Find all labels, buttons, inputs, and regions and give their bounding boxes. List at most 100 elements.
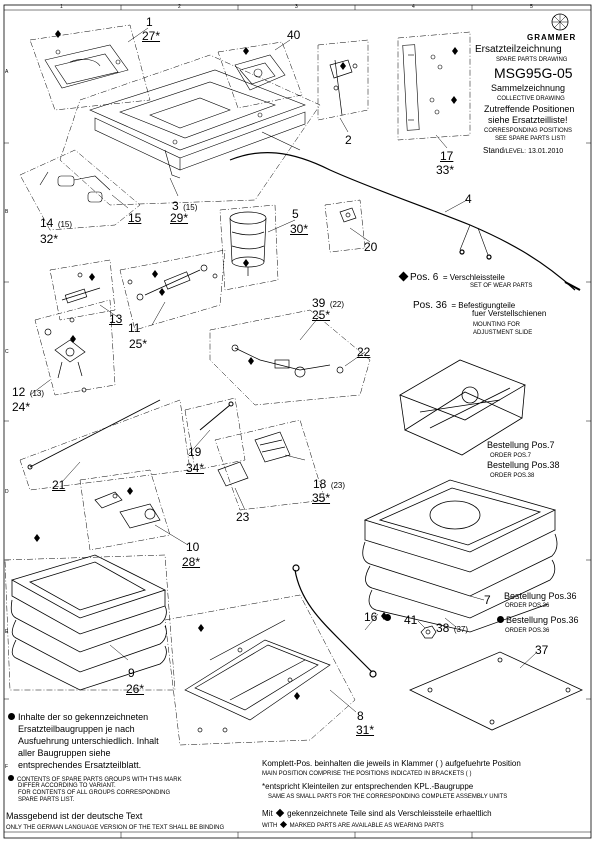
col-label-5: 5 [530, 4, 533, 10]
callout-11-star: 25* [129, 337, 148, 351]
callout-3-bracket: (15) [183, 203, 198, 212]
callout-2: 2 [345, 133, 352, 147]
part-3-drawing [89, 69, 306, 179]
dot-marker [8, 713, 15, 720]
callout-9: 9 [128, 666, 135, 680]
part-13-drawing [61, 272, 101, 323]
part-7-drawing [399, 359, 526, 456]
part-41-drawing [420, 625, 437, 639]
mit-de-1: Mit [262, 809, 273, 818]
title-de: Ersatzteilzeichnung [475, 44, 562, 55]
callout-10-star: 28* [182, 555, 201, 569]
stand-label: Stand [483, 146, 504, 155]
part-20-drawing [339, 207, 357, 223]
callout-39-star: 25* [312, 308, 331, 322]
row-label-e: E [5, 629, 9, 635]
note-de-2: siehe Ersatzteilliste! [488, 115, 568, 125]
boundary-part-19 [184, 397, 246, 471]
callout-18: 18 [313, 477, 327, 491]
part-5-drawing [229, 211, 267, 276]
order-r7-de: Bestellung Pos.36 [504, 591, 577, 601]
callout-14-star: 32* [40, 232, 59, 246]
callout-8: 8 [357, 709, 364, 723]
callout-38-bracket: (37) [453, 625, 469, 634]
callout-1-star: 27* [142, 29, 161, 43]
note-en-2: DIFFER ACCORDING TO VARIANT. [18, 783, 116, 789]
row-ticks [4, 142, 591, 700]
row-label-f: F [5, 764, 9, 770]
boundary-part-21 [19, 399, 191, 491]
column-ticks [120, 5, 473, 838]
lang-de: Massgebend ist der deutsche Text [6, 811, 143, 821]
boundary-part-5 [219, 204, 279, 291]
boundary-part-1 [29, 24, 151, 111]
diamond-icon [275, 808, 285, 818]
callout-5-star: 30* [290, 222, 309, 236]
note-en-3: FOR CONTENTS OF ALL GROUPS CORRESPONDING [18, 790, 171, 796]
pos36-en1: MOUNTING FOR [473, 322, 520, 328]
callout-37: 37 [535, 643, 549, 657]
dot-marker [8, 775, 14, 781]
order-38-en: ORDER POS.38 [490, 473, 535, 479]
part-2-drawing [329, 59, 358, 116]
mit-en-1: WITH [262, 823, 278, 829]
callout-16-dot [383, 614, 391, 621]
callout-1: 1 [146, 15, 153, 29]
part-38-drawing [362, 479, 558, 633]
note-de-1: Zutreffende Positionen [484, 104, 575, 114]
diamond-icon [279, 820, 288, 829]
sheet-border [3, 4, 592, 839]
note-en-1: CORRESPONDING POSITIONS [484, 128, 573, 134]
callout-15: 15 [128, 211, 142, 225]
callout-38-group: 38 (37) [436, 620, 468, 636]
callout-5: 5 [292, 207, 299, 221]
pos6-en: SET OF WEAR PARTS [470, 283, 533, 289]
part-21-drawing [27, 399, 161, 470]
note-en-2: SEE SPARE PARTS LIST! [495, 136, 566, 142]
callout-10: 10 [186, 540, 200, 554]
boundary-part-18 [214, 419, 326, 511]
pos6-de: = Verschleissteile [442, 273, 505, 282]
pos36-label: Pos. 36 [413, 300, 447, 311]
callout-12-bracket: (13) [29, 389, 45, 398]
callout-39: 39 [312, 296, 326, 310]
callout-22: 22 [357, 345, 371, 359]
part-16-drawing [292, 564, 377, 678]
callout-13: 13 [109, 312, 123, 326]
col-label-3: 3 [295, 4, 298, 10]
leader-lines [29, 27, 537, 713]
boundary-part-9 [4, 554, 176, 691]
pos6-label: Pos. 6 [410, 272, 439, 283]
part-37-drawing [409, 651, 583, 731]
part-11-drawing [127, 264, 218, 301]
callout-14-group: 14 (15) [40, 215, 72, 231]
stand-date: 13.01.2010 [528, 148, 564, 155]
boundary-part-3 [59, 54, 321, 206]
komplett-de: Komplett-Pos. beinhalten die jeweils in … [262, 759, 521, 768]
order-7-en: ORDER POS.7 [490, 453, 532, 459]
callout-12-group: 12 (13) [12, 384, 44, 400]
note-de-2: Ersatzteilbaugruppen je nach [18, 724, 135, 734]
part-17-drawing [402, 44, 443, 131]
callout-3: 3 [172, 199, 179, 213]
boundary-part-17 [397, 31, 471, 141]
callout-14-bracket: (15) [57, 220, 73, 229]
note-en-4: SPARE PARTS LIST. [18, 797, 75, 803]
order-r38-de-text: Bestellung Pos.36 [506, 615, 579, 625]
callout-16-group: 16 [364, 609, 391, 625]
mit-de-line: Mit gekennzeichnete Teile sind als Versc… [262, 808, 492, 818]
pos36-de2: fuer Verstellschienen [472, 309, 547, 318]
order-r38-de: Bestellung Pos.36 [497, 616, 579, 625]
lang-en: ONLY THE GERMAN LANGUAGE VERSION OF THE … [6, 825, 225, 831]
part-9-drawing [10, 554, 167, 691]
callout-16: 16 [364, 610, 378, 624]
mit-en-line: WITH MARKED PARTS ARE AVAILABLE AS WEARI… [262, 820, 444, 829]
mit-en-2: MARKED PARTS ARE AVAILABLE AS WEARING PA… [289, 823, 444, 829]
callout-3-group: 3 (15) [172, 198, 197, 214]
komplett-en: MAIN POSITION COMPRISE THE POSITIONS IND… [262, 771, 472, 777]
callout-9-star: 26* [126, 682, 145, 696]
callout-19-star: 34* [186, 461, 205, 475]
part-40-drawing [234, 54, 286, 91]
revision-level: Stand/LEVEL: 13.01.2010 [483, 146, 564, 156]
